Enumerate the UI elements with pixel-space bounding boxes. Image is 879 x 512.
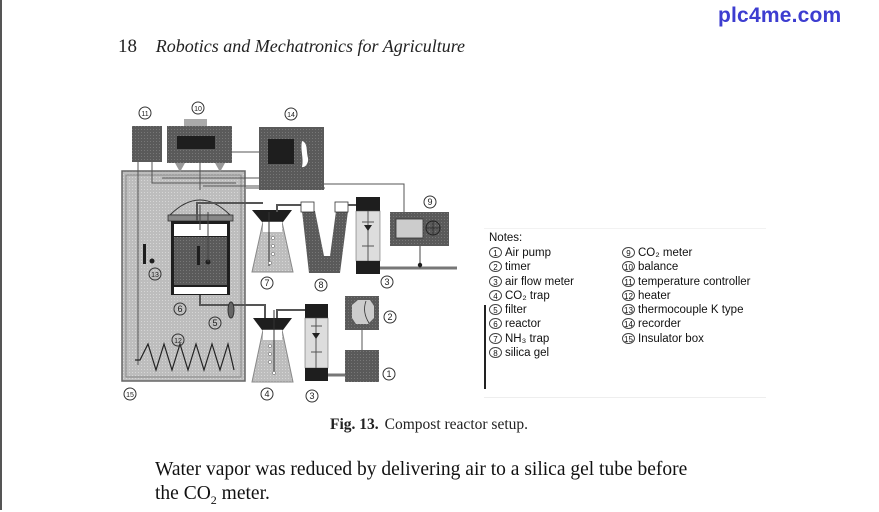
callout-3-lower: 3: [305, 389, 319, 403]
air-pump: [345, 350, 379, 382]
watermark-text: plc4me.com: [718, 4, 842, 27]
running-head: 18 Robotics and Mechatronics for Agricul…: [118, 36, 465, 58]
temperature-controller: [132, 126, 162, 162]
callout-3-upper: 3: [380, 275, 394, 289]
svg-text:2: 2: [387, 312, 392, 322]
signal-wires: [137, 151, 405, 365]
balance: [167, 119, 232, 172]
callout-10: 10: [191, 101, 205, 115]
thermocouple-tip: [149, 258, 155, 264]
filter: [227, 301, 235, 319]
reactor: [167, 199, 263, 295]
svg-text:1: 1: [386, 369, 391, 379]
svg-text:3: 3: [309, 391, 314, 401]
svg-text:3: 3: [384, 277, 389, 287]
svg-text:7: 7: [264, 278, 269, 288]
air-flow-meter-lower: [304, 304, 329, 381]
body-paragraph: Water vapor was reduced by delivering ai…: [155, 458, 795, 512]
body-line-1: Water vapor was reduced by delivering ai…: [155, 459, 688, 480]
gas-tube: [199, 295, 266, 318]
svg-text:5: 5: [212, 318, 217, 328]
callout-1: 1: [382, 367, 396, 381]
callout-15: 15: [123, 387, 137, 401]
svg-text:15: 15: [126, 392, 134, 399]
callout-11: 11: [138, 106, 152, 120]
callout-5: 5: [208, 316, 222, 330]
recorder: [259, 127, 324, 190]
air-flow-meter-upper: [355, 197, 381, 274]
co2-trap-flask: [251, 310, 294, 383]
figure-number: Fig. 13.: [330, 416, 379, 433]
callout-12: 12: [171, 333, 185, 347]
callout-2: 2: [383, 310, 397, 324]
callout-8: 8: [314, 278, 328, 292]
notes-header: Notes:: [489, 232, 523, 244]
svg-text:14: 14: [287, 112, 295, 119]
thermocouple-probe: [143, 244, 146, 264]
body-line-2: the CO2 meter.: [155, 483, 270, 507]
figure-caption: Fig. 13. Compost reactor setup.: [330, 416, 528, 434]
svg-text:12: 12: [174, 338, 182, 345]
callout-4: 4: [260, 387, 274, 401]
svg-text:4: 4: [264, 389, 269, 399]
heater-coil: [135, 341, 235, 373]
callout-7: 7: [260, 276, 274, 290]
figure-caption-text: Compost reactor setup.: [384, 416, 529, 433]
svg-text:8: 8: [318, 280, 323, 290]
notes-divider: [484, 305, 486, 389]
page-left-border: [0, 0, 2, 510]
svg-text:10: 10: [194, 106, 202, 113]
page-number: 18: [118, 36, 137, 57]
svg-text:6: 6: [177, 304, 182, 314]
svg-text:13: 13: [151, 272, 159, 279]
co2-meter: [390, 212, 449, 268]
nh3-trap-flask: [251, 210, 294, 273]
callouts: 11 10 14 9 13 7 8 3 6 5 2 12 1 15 4 3: [123, 101, 437, 403]
timer: [345, 296, 379, 350]
callout-6: 6: [173, 302, 187, 316]
book-title: Robotics and Mechatronics for Agricultur…: [155, 36, 466, 56]
svg-text:9: 9: [427, 197, 432, 207]
callout-9: 9: [423, 195, 437, 209]
callout-14: 14: [284, 107, 298, 121]
svg-text:11: 11: [141, 111, 148, 118]
silica-gel-u-tube: [300, 201, 349, 273]
callout-13: 13: [148, 267, 162, 281]
